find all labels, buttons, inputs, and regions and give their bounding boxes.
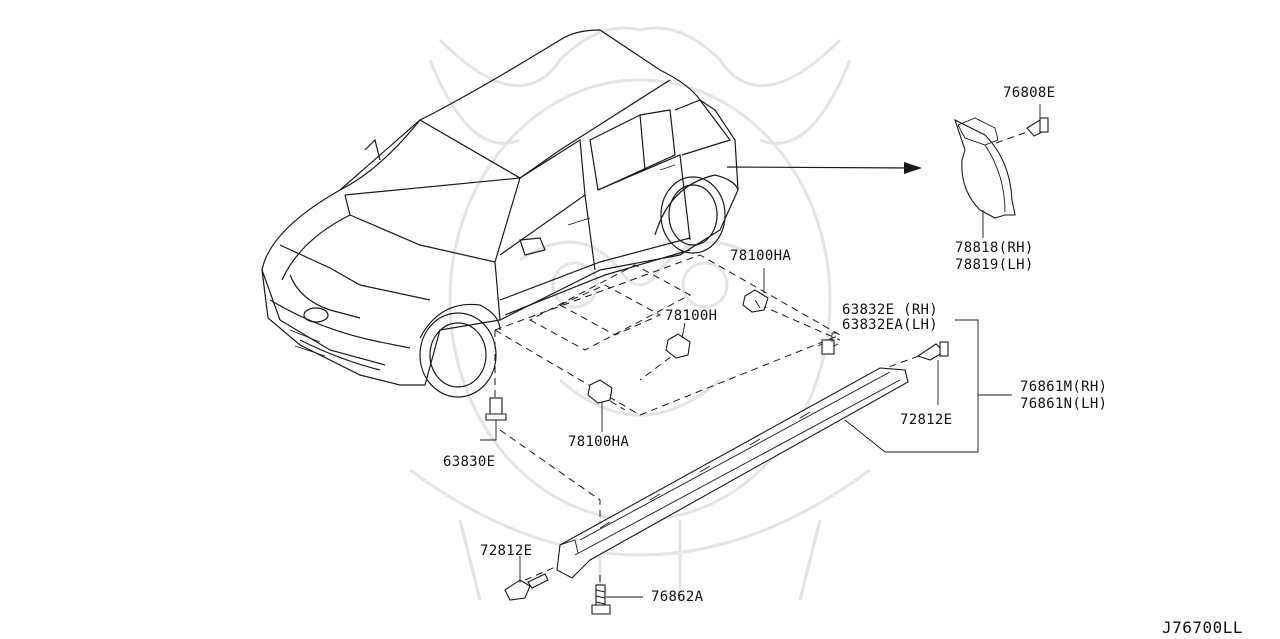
label-76861M: 76861M(RH) xyxy=(1020,379,1107,395)
label-72812E-right: 72812E xyxy=(900,412,952,428)
clip-76808E xyxy=(995,117,1049,144)
label-78100H: 78100H xyxy=(665,308,717,324)
label-76861N: 76861N(LH) xyxy=(1020,396,1107,412)
label-76862A: 76862A xyxy=(651,589,704,605)
leader-arrow xyxy=(726,162,922,174)
diagram-code: J76700LL xyxy=(1162,618,1243,637)
watermark-emblem xyxy=(409,26,871,601)
label-63832EA: 63832EA(LH) xyxy=(842,317,938,333)
clip-72812E-right xyxy=(916,341,949,361)
vehicle-outline xyxy=(261,29,739,398)
part-labels: 76808E 78818(RH) 78819(LH) 78100HA 63832… xyxy=(443,85,1243,637)
label-78819: 78819(LH) xyxy=(955,257,1034,273)
clip-63830E xyxy=(485,397,507,421)
clip-72812E-left xyxy=(504,573,549,601)
label-63832E: 63832E (RH) xyxy=(842,302,938,318)
clip-63832E xyxy=(817,339,839,355)
label-63830E: 63830E xyxy=(443,454,495,470)
label-78100HA-bottom: 78100HA xyxy=(568,434,629,450)
label-72812E-left: 72812E xyxy=(480,543,532,559)
mud-guard-part xyxy=(954,117,1016,219)
leader-lines xyxy=(480,104,1041,598)
clip-78100H xyxy=(665,333,691,359)
label-76808E: 76808E xyxy=(1003,85,1055,101)
side-sill-molding xyxy=(556,367,909,579)
label-78100HA-top: 78100HA xyxy=(730,248,791,264)
screw-76862A xyxy=(591,584,611,615)
label-78818: 78818(RH) xyxy=(955,240,1034,256)
clip-78100HA-bottom xyxy=(587,379,613,404)
clip-78100HA-top xyxy=(742,289,769,313)
